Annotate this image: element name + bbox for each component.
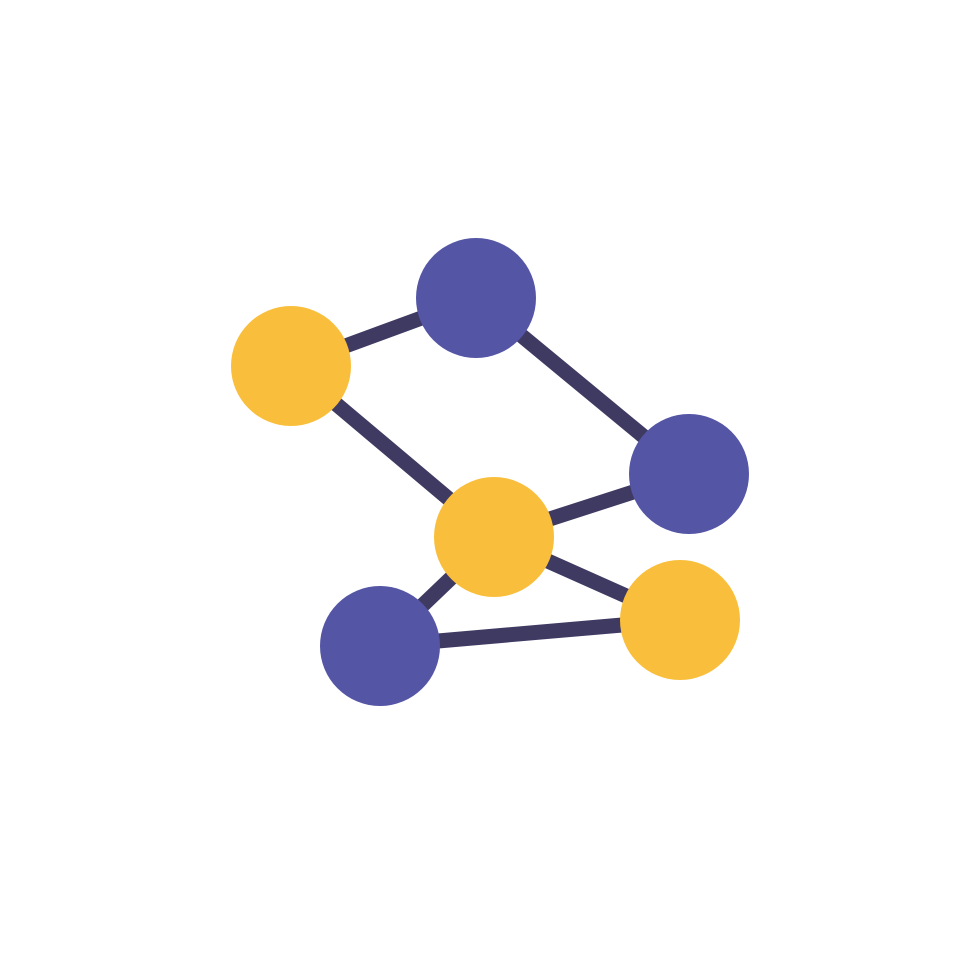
graph-node-n4 [434, 477, 554, 597]
graph-node-n3 [629, 414, 749, 534]
graph-node-n6 [620, 560, 740, 680]
graph-nodes [231, 238, 749, 706]
graph-node-n5 [320, 586, 440, 706]
graph-node-n2 [416, 238, 536, 358]
graph-node-n1 [231, 306, 351, 426]
